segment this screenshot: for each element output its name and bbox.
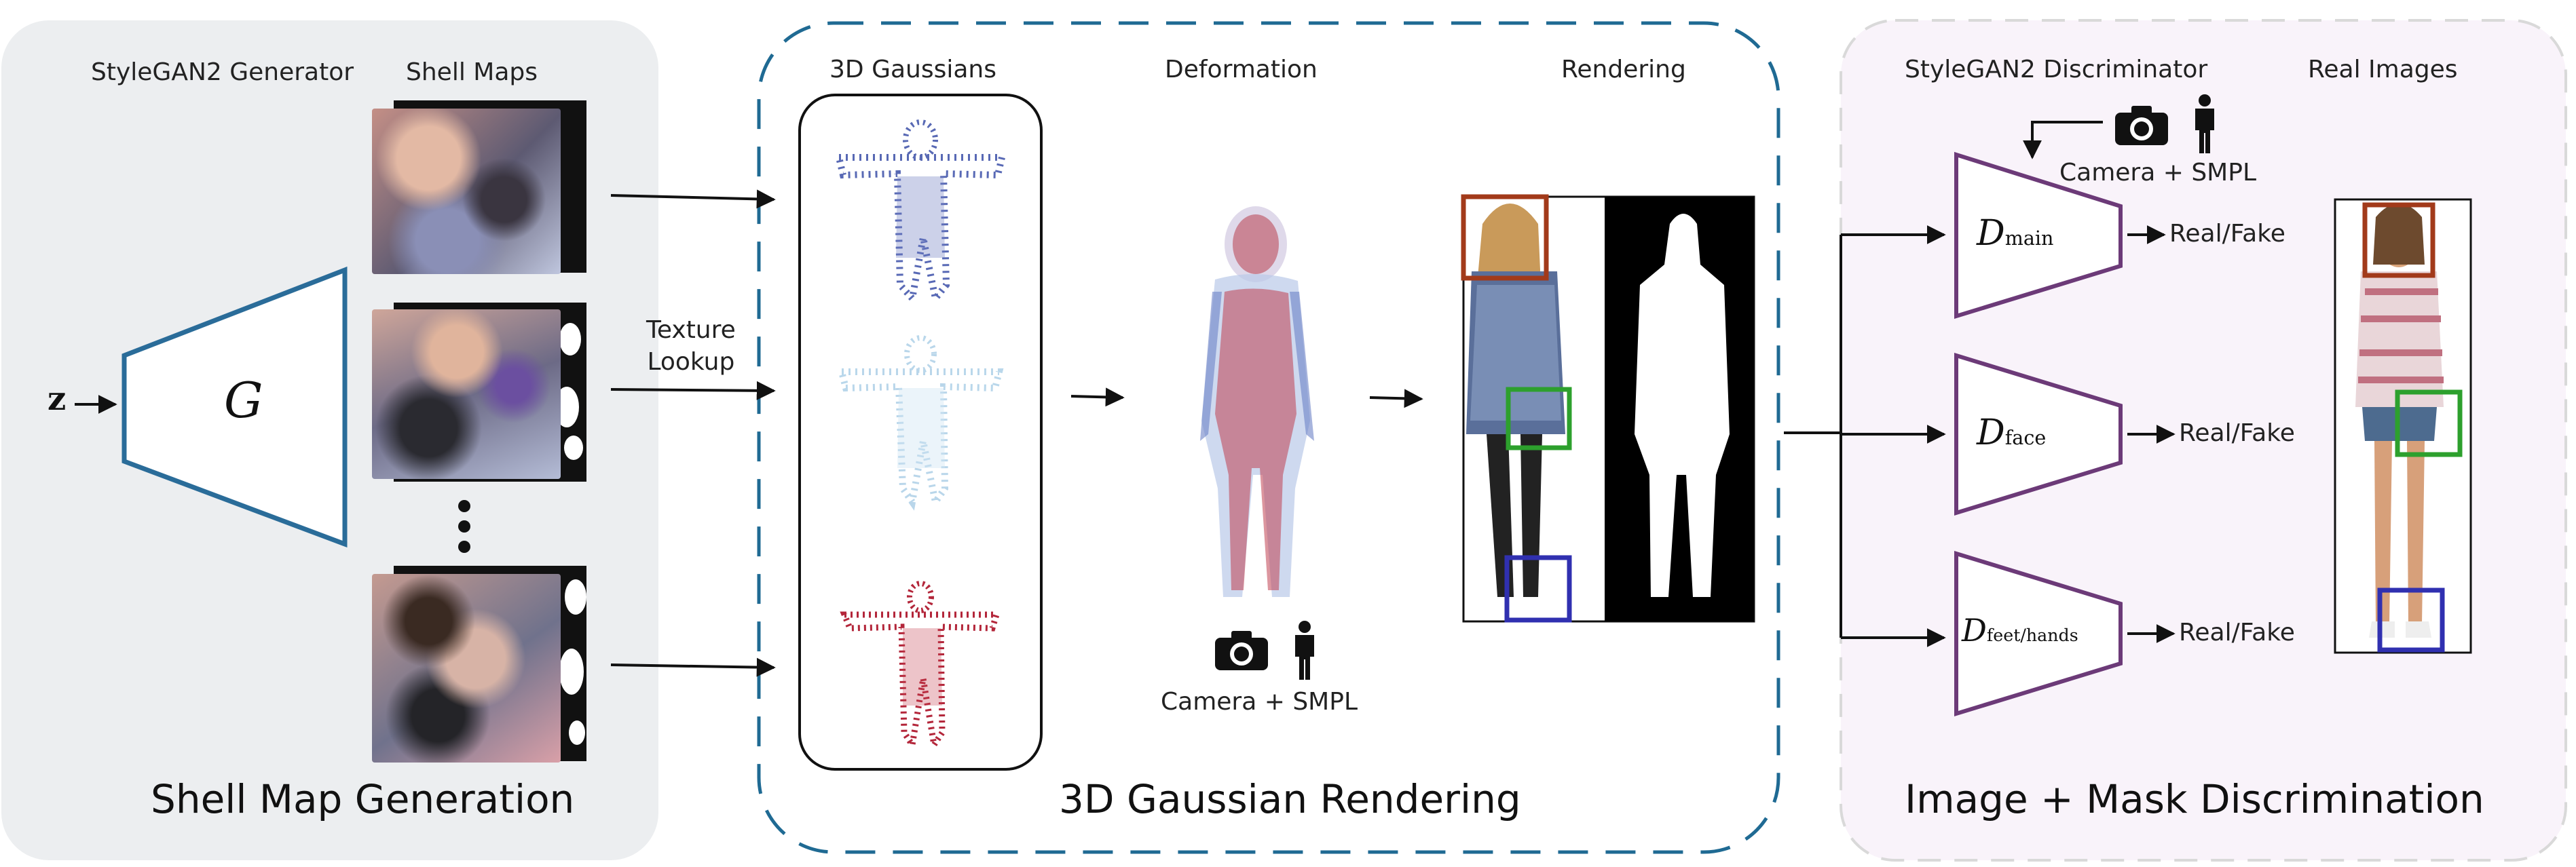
rendering-label: Rendering [1561,56,1686,83]
gaussian-figure-red [840,581,1001,754]
output-main: Real/Fake [2169,220,2285,248]
z-label: z [48,380,67,418]
generator-trapezoid [122,266,348,548]
d-feet-subscript: feet/hands [1986,625,2078,645]
d-main-subscript: main [2004,227,2054,250]
output-feet: Real/Fake [2179,619,2295,647]
output-face: Real/Fake [2179,419,2295,447]
d-feet-letter: D [1962,612,1987,649]
d-face-subscript: face [2004,426,2047,449]
real-images-label: Real Images [2308,56,2458,83]
gaussians-box [798,94,1043,771]
camera-smpl-label-middle: Camera + SMPL [1161,688,1358,716]
d-feet-symbol: Dfeet/hands [1962,612,2078,649]
d-face-letter: D [1977,412,2005,453]
camera-icon [2114,104,2169,147]
gaussian-figure-lightblue [837,335,1004,511]
d-main-symbol: Dmain [1977,213,2053,254]
person-icon [2191,94,2218,155]
texture-lookup-label: Texture Lookup [646,316,736,376]
discrimination-panel-title: Image + Mask Discrimination [1905,776,2484,822]
d-face-trapezoid [1954,352,2123,516]
gaussian-figure-blue [834,119,1007,307]
discriminator-label: StyleGAN2 Discriminator [1905,56,2208,83]
d-face-symbol: Dface [1977,412,2046,453]
camera-smpl-label-right: Camera + SMPL [2059,159,2257,187]
deformation-label: Deformation [1165,56,1318,83]
person-icon [1291,620,1318,681]
shell-map-2 [372,309,561,479]
shell-map-3 [372,574,561,763]
real-person [2355,204,2444,638]
shell-maps-label: Shell Maps [406,58,538,86]
shell-map-panel-title: Shell Map Generation [151,776,575,822]
shell-map-1 [372,109,561,274]
camera-icon [1214,630,1269,672]
generator-symbol: G [224,372,263,429]
d-feet-trapezoid [1954,550,2123,717]
d-main-trapezoid [1954,151,2123,320]
rendering-panel-title: 3D Gaussian Rendering [1059,776,1521,822]
generator-label: StyleGAN2 Generator [91,58,354,86]
d-main-letter: D [1977,213,2005,254]
deformation-figure [1200,206,1314,597]
gaussians-label: 3D Gaussians [829,56,996,83]
